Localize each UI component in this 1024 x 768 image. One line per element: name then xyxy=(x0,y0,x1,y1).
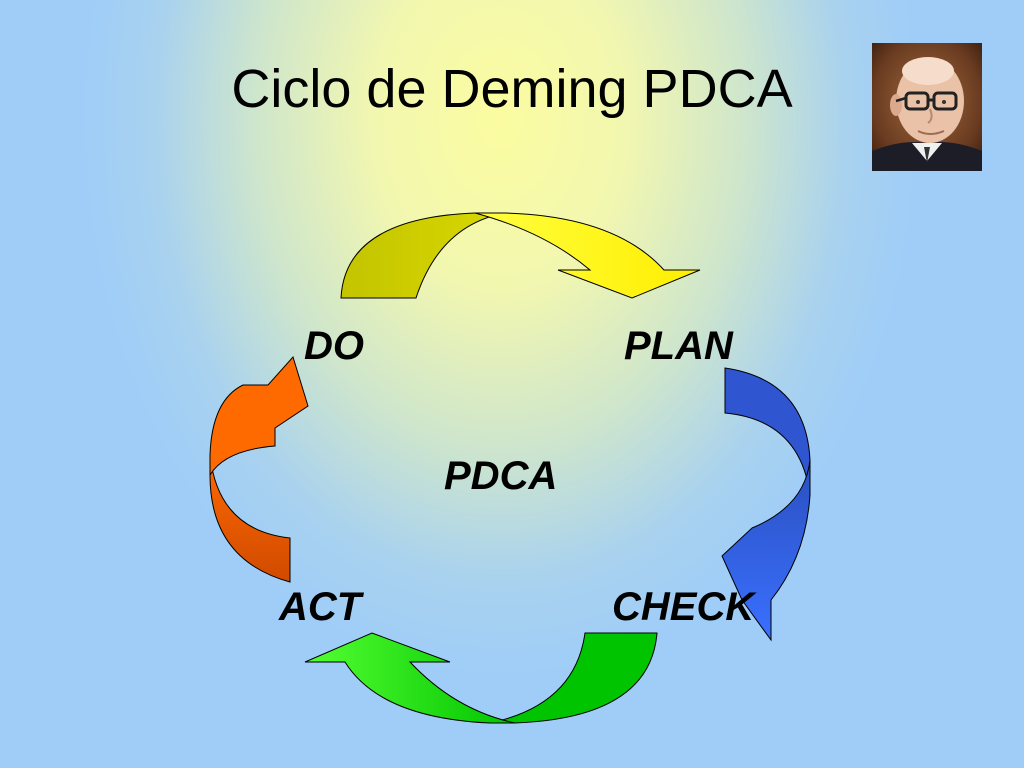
check-to-act-arrow xyxy=(304,632,658,724)
stage-label-plan: PLAN xyxy=(624,324,734,368)
stage-label-act: ACT xyxy=(278,585,365,629)
deming-portrait-icon xyxy=(872,43,982,171)
stage-label-do: DO xyxy=(304,324,364,368)
page-title: Ciclo de Deming PDCA xyxy=(231,59,793,119)
center-label-pdca: PDCA xyxy=(444,454,557,498)
act-to-do-arrow xyxy=(209,356,309,583)
stage-label-check: CHECK xyxy=(612,585,757,629)
do-to-plan-arrow xyxy=(340,212,701,299)
plan-to-check-arrow xyxy=(721,367,811,642)
